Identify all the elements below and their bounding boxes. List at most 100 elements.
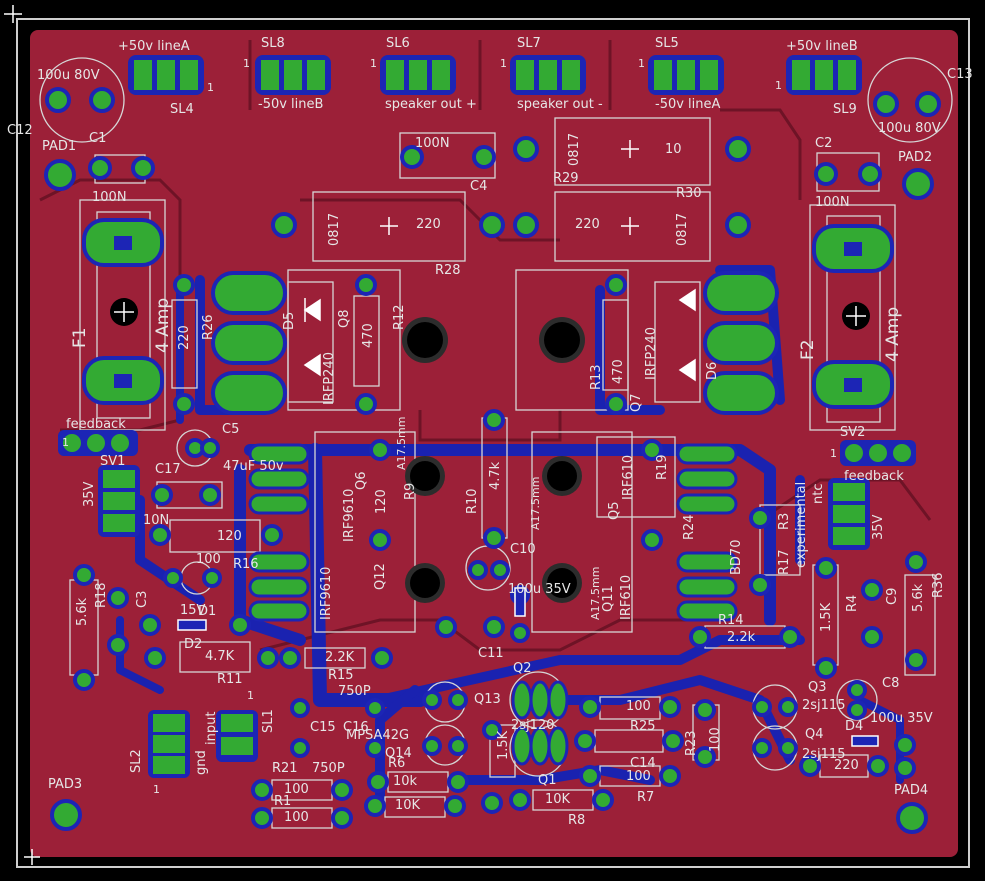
sl8-ref: SL8: [261, 36, 285, 51]
sl9-function: +50v lineB: [786, 39, 858, 54]
r29-value: 10: [665, 142, 682, 157]
pin1-sl6: 1: [370, 57, 377, 70]
c12-value: 100u 80V: [37, 68, 100, 83]
q11-heatsink: A17.5mm: [589, 566, 602, 620]
q6-heatsink: A17.5mm: [395, 416, 408, 470]
q2-value: 2sj120: [511, 718, 555, 733]
c4-ref: C4: [470, 179, 488, 194]
c8-value: 100u 35V: [870, 711, 933, 726]
pad2-ref: PAD2: [898, 150, 933, 165]
f2-ref: F2: [798, 339, 818, 360]
r14-ref: R14: [718, 613, 744, 628]
sl4-function: +50v lineA: [118, 39, 190, 54]
r9-ref: R9: [403, 482, 418, 500]
r6-value: 10k: [393, 774, 418, 789]
r36-ref: R36: [931, 572, 946, 598]
r10-value: 4.7k: [488, 461, 503, 490]
d2-ref: D2: [184, 637, 203, 652]
r2-value: 4.7K: [205, 649, 235, 664]
c13-ref: C13: [947, 67, 973, 82]
sl4-header: [128, 55, 204, 95]
r13-ref: R13: [589, 364, 604, 390]
r16-ref: R16: [233, 557, 259, 572]
sv2-voltage: 35V: [871, 514, 886, 540]
r-120-value: 120: [217, 529, 242, 544]
c10-value: 100u 35V: [508, 582, 571, 597]
silk-symbols: [114, 140, 879, 747]
sl5-function: -50v lineA: [655, 97, 721, 112]
r15-value: 2.2K: [325, 650, 355, 665]
sl7-header: [510, 55, 586, 95]
origin-marker: [4, 5, 40, 865]
c11-ref: C11: [478, 646, 504, 661]
pin1-sv2: 1: [830, 447, 837, 460]
sl8-header: [255, 55, 331, 95]
r4-body: 1.5K: [819, 602, 834, 632]
sl8-function: -50v lineB: [258, 97, 324, 112]
c9-ref: C9: [885, 587, 900, 605]
r8-value: 10K: [545, 792, 571, 807]
c15-ref: C15: [310, 720, 336, 735]
r29-ref: R29: [553, 171, 579, 186]
r17-ref: R17: [777, 549, 792, 575]
q5-part: IRF610: [621, 454, 636, 500]
sl2-ref: SL2: [129, 749, 144, 773]
f1-rating: 4 Amp: [153, 297, 173, 353]
r7-value: 100: [626, 769, 651, 784]
pin1-sl4: 1: [207, 81, 214, 94]
q3-ref: Q3: [808, 680, 827, 695]
d5-ref: D5: [282, 311, 297, 330]
r13-value: 470: [611, 359, 626, 384]
gnd-label: gnd: [194, 750, 209, 775]
r21-value: 100: [284, 782, 309, 797]
pin1-sl7: 1: [500, 57, 507, 70]
q4-ref: Q4: [805, 727, 824, 742]
sl7-function: speaker out -: [517, 97, 603, 112]
q8-ref: Q8: [337, 309, 352, 328]
r3-ref: R3: [777, 512, 792, 530]
sl1-header: [216, 710, 258, 762]
r18-value: 5.6k: [75, 597, 90, 626]
sl4-ref: SL4: [170, 102, 194, 117]
c5-ref: C5: [222, 422, 240, 437]
pad4-ref: PAD4: [894, 783, 929, 798]
pin1-sl2: 1: [153, 783, 160, 796]
q12-ref: Q12: [373, 563, 388, 590]
c16-value: 750P: [312, 761, 345, 776]
r28-ref: R28: [435, 263, 461, 278]
q11-ref: Q11: [601, 585, 616, 612]
c3-ref: C3: [135, 590, 150, 608]
q14-ref: Q14: [385, 746, 412, 761]
mpsa-part: MPSA42G: [346, 728, 410, 743]
c16-ref: C16: [343, 720, 369, 735]
round-pads: [44, 87, 941, 834]
r26-ref: R26: [201, 314, 216, 340]
r25-ref: R25: [630, 719, 656, 734]
sl5-ref: SL5: [655, 36, 679, 51]
sl2-header: [148, 710, 190, 778]
sl6-ref: SL6: [386, 36, 410, 51]
c15-value: 750P: [338, 684, 371, 699]
pad3-ref: PAD3: [48, 777, 83, 792]
bd-label: BD70: [729, 539, 744, 575]
r12-ref: R12: [392, 304, 407, 330]
c2-value: 100N: [815, 195, 850, 210]
pin1-sl8: 1: [243, 57, 250, 70]
q8-part: IRFP240: [322, 352, 337, 405]
r-220-value: 220: [834, 758, 859, 773]
experimental-label: experimental: [794, 481, 809, 568]
sv2-ref: SV2: [840, 425, 866, 440]
q11-part: IRF610: [619, 574, 634, 620]
r30-body: 0817: [675, 212, 690, 246]
sv1-voltage: 35V: [82, 481, 97, 507]
transistor-pads: [211, 271, 779, 766]
pin1-sl5: 1: [638, 57, 645, 70]
r28-value: 220: [416, 217, 441, 232]
r1-value: 100: [284, 810, 309, 825]
r21-ref: R21: [272, 761, 298, 776]
f1-ref: F1: [70, 327, 90, 348]
feedback-left-label: feedback: [66, 417, 126, 432]
r6-ref: R6: [388, 756, 406, 771]
feedback-right-label: feedback: [844, 469, 904, 484]
